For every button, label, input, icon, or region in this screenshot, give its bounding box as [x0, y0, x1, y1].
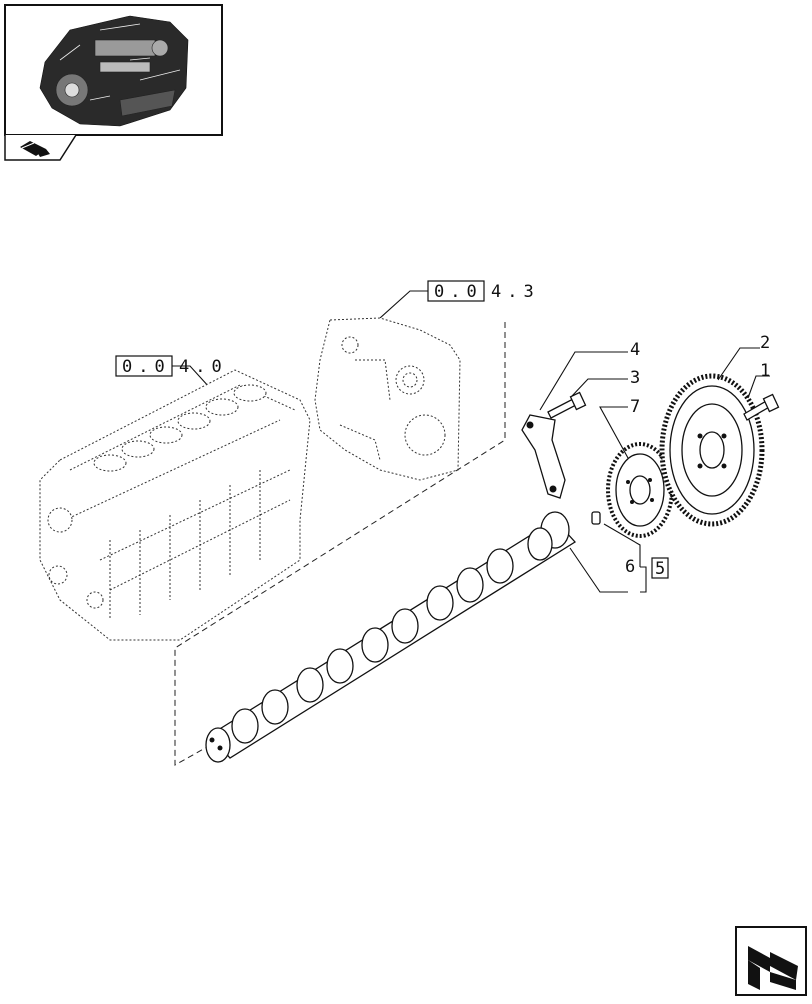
svg-text:4.0: 4.0 — [179, 357, 228, 377]
svg-text:0.0: 0.0 — [122, 357, 171, 377]
callout-3[interactable]: 3 — [630, 368, 640, 388]
dowel-pin[interactable] — [591, 511, 601, 525]
callout-7[interactable]: 7 — [630, 397, 640, 417]
next-page-button[interactable] — [735, 926, 807, 996]
thrust-plate[interactable] — [521, 414, 566, 499]
svg-text:0.0: 0.0 — [434, 282, 483, 302]
book-icon — [20, 141, 50, 157]
camshaft-gear-small[interactable] — [606, 442, 674, 538]
engine-thumbnail[interactable] — [4, 4, 223, 136]
svg-text:5: 5 — [655, 559, 665, 579]
gear-cover — [314, 317, 461, 481]
plate-bolt[interactable] — [547, 391, 587, 419]
callout-4[interactable]: 4 — [630, 340, 640, 360]
camshaft-gear-large[interactable] — [659, 373, 765, 527]
callout-2[interactable]: 2 — [760, 333, 770, 353]
reference-gear-cover[interactable]: 0.0 4.3 — [379, 280, 540, 319]
callout-5[interactable]: 5 — [651, 557, 669, 579]
next-page-arrow-icon — [748, 946, 798, 990]
reference-block[interactable]: 0.0 4.0 — [115, 355, 231, 411]
callout-1[interactable]: 1 — [760, 361, 770, 381]
camshaft[interactable] — [205, 511, 577, 763]
gear-bolt[interactable] — [743, 393, 780, 421]
svg-text:4.3: 4.3 — [491, 282, 540, 302]
engine-block — [39, 369, 311, 641]
callout-6[interactable]: 6 — [625, 557, 635, 577]
thumbnail-tab — [4, 134, 77, 161]
